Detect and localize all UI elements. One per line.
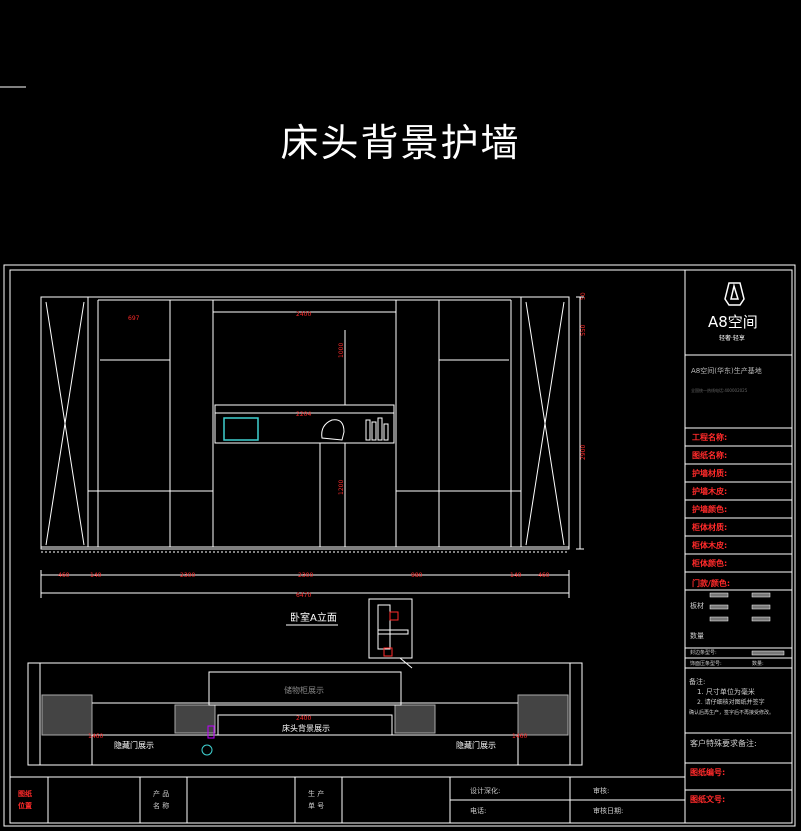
client-requirements: 客户特殊要求备注: — [690, 738, 757, 748]
dim-top-left: 697 — [128, 315, 140, 322]
dim-shelf: 2204 — [296, 411, 311, 418]
info-wall-veneer: 护墙木皮: — [692, 486, 727, 496]
info-wall-color: 护墙颜色: — [692, 504, 727, 514]
tv-frame-icon — [223, 417, 259, 441]
logo-tagline: 轻奢·轻享 — [719, 334, 745, 342]
plan-cabinet-label: 储物柜展示 — [284, 685, 324, 695]
svg-text:460: 460 — [58, 572, 70, 579]
dim-overall: 6470 — [296, 592, 311, 599]
dim-vertical-upper: 1000 — [338, 343, 345, 358]
footer-drawing-pos-1: 图纸 — [18, 789, 32, 798]
logo-brand: A8空间 — [708, 313, 758, 331]
svg-text:2300: 2300 — [298, 572, 313, 579]
books-icon — [365, 417, 389, 441]
svg-text:数量:: 数量: — [752, 660, 764, 667]
notes-line3: 确认后再生产，签字后不再接受修改。 — [689, 709, 774, 716]
section-detail — [368, 598, 413, 669]
elevation-drawing — [40, 296, 570, 553]
info-project: 工程名称: — [692, 432, 727, 442]
svg-text:板材: 板材 — [690, 601, 704, 610]
svg-text:产 品: 产 品 — [153, 789, 169, 798]
info-door: 门款/颜色: — [692, 578, 730, 588]
info-cabinet-material: 柜体材质: — [691, 522, 727, 532]
svg-text:名 称: 名 称 — [153, 801, 169, 810]
info-cabinet-color: 柜体颜色: — [691, 558, 727, 568]
company-line1: A8空间(华东)生产基地 — [691, 366, 762, 375]
elevation-label: 卧室A立面 — [290, 611, 337, 624]
info-wall-material: 护墙材质: — [692, 468, 727, 478]
plan-left-door-label: 隐藏门展示 — [114, 740, 154, 750]
footer-review-date: 审核日期: — [593, 806, 623, 815]
inner-frame — [9, 269, 793, 824]
footer-review: 审核: — [593, 786, 609, 795]
dim-top-center: 2400 — [296, 311, 311, 318]
dim-right-mid: 550 — [580, 324, 587, 336]
logo-icon — [724, 282, 745, 306]
notes-line1: 1. 尺寸单位为毫米 — [697, 687, 755, 696]
svg-text:1460: 1460 — [88, 733, 103, 740]
svg-text:140: 140 — [90, 572, 102, 579]
drawing-title: 床头背景护墙 — [280, 121, 521, 165]
company-line2: 全国统一热线电话:400002025 — [691, 387, 748, 393]
plan-right-door-label: 隐藏门展示 — [456, 740, 496, 750]
svg-text:460: 460 — [538, 572, 550, 579]
plan-drawing — [27, 662, 583, 766]
svg-text:饰面压条型号:: 饰面压条型号: — [690, 660, 722, 667]
marker-circle — [201, 744, 213, 756]
footer-designer: 设计深化: — [470, 786, 500, 795]
dim-right-total: 2900 — [580, 445, 587, 460]
svg-text:单 号: 单 号 — [308, 801, 324, 810]
notes-heading: 备注: — [689, 677, 705, 686]
file-number: 图纸文号: — [690, 794, 725, 804]
svg-text:生 产: 生 产 — [308, 789, 324, 798]
svg-text:2400: 2400 — [296, 715, 311, 722]
drawing-number: 图纸编号: — [690, 767, 725, 777]
svg-text:数量: 数量 — [690, 631, 704, 640]
outer-frame — [3, 264, 796, 827]
chair-icon — [321, 419, 345, 441]
plan-bed-label: 床头背景展示 — [282, 723, 330, 733]
info-drawing: 图纸名称: — [692, 450, 727, 460]
svg-text:980: 980 — [411, 572, 423, 579]
svg-text:1460: 1460 — [512, 733, 527, 740]
dim-right-top: 50 — [580, 292, 587, 300]
info-cabinet-veneer: 柜体木皮: — [691, 540, 727, 550]
svg-text:140: 140 — [510, 572, 522, 579]
svg-text:封边条型号:: 封边条型号: — [690, 649, 717, 656]
footer-drawing-pos-2: 位置 — [18, 801, 32, 810]
dim-vertical-lower: 1200 — [338, 480, 345, 495]
notes-line2: 2. 请仔细核对图纸并签字 — [697, 698, 765, 706]
svg-text:2300: 2300 — [180, 572, 195, 579]
footer-phone: 电话: — [470, 806, 486, 815]
